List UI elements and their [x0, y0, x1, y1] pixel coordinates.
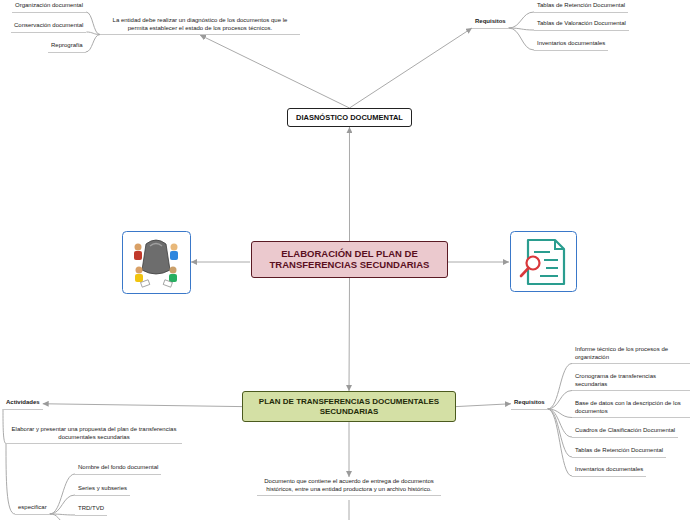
document-search-icon	[511, 232, 577, 292]
topic-text: Series y subseries	[78, 485, 127, 493]
topic-text: Informe técnico de los procesos de organ…	[575, 346, 687, 361]
topic-text: ELABORACIÓN DEL PLAN DE TRANSFERENCIAS S…	[260, 248, 439, 271]
branch-connector	[548, 364, 572, 410]
topic-text: Conservación documental	[14, 22, 83, 30]
branch-connector	[548, 409, 572, 457]
branch-connector	[349, 422, 350, 477]
branch-connector	[50, 474, 75, 514]
subtopic: Inventarios documentales	[572, 465, 646, 477]
topic-text: Documento que contiene el acuerdo de ent…	[260, 478, 438, 493]
topic-text: PLAN DE TRANSFERENCIAS DOCUMENTALES SECU…	[251, 397, 447, 416]
topic-text: Cuadros de Clasificación Documental	[575, 427, 675, 435]
subtopic: Tablas de Retención Documental	[534, 1, 628, 13]
branch-line	[349, 500, 350, 520]
topic-text: Requisitos	[514, 399, 545, 407]
topic-text: Actividades	[6, 399, 40, 407]
subtopic: Conservación documental	[11, 21, 86, 33]
subtopic-heading: Actividades	[3, 398, 43, 410]
subtopic: Reprografía	[48, 41, 86, 53]
branch-line	[191, 262, 250, 263]
topic-text: Inventarios documentales	[575, 466, 643, 474]
topic-text: especificar	[18, 504, 47, 512]
topic-note: La entidad debe realizar un diagnóstico …	[100, 16, 300, 35]
branch-connector	[50, 514, 75, 515]
topic-text: Inventarios documentales	[537, 40, 605, 48]
subtopic: Cuadros de Clasificación Documental	[572, 426, 678, 438]
branch-connector	[86, 12, 100, 35]
subtopic: Tablas de Retención Documental	[572, 446, 666, 458]
central-topic: ELABORACIÓN DEL PLAN DE TRANSFERENCIAS S…	[251, 241, 448, 278]
topic-text: Nombre del fondo documental	[78, 464, 158, 472]
subtopic: TRD/TVD	[75, 504, 107, 516]
branch-connector	[509, 12, 534, 28]
branch-connector	[200, 35, 349, 108]
topic-text: TRD/TVD	[78, 505, 104, 513]
subtopic: Tablas de Valoración Documental	[534, 19, 629, 31]
branch-connector	[86, 35, 100, 53]
topic-text: Reprografía	[51, 42, 83, 50]
topic-text: Base de datos con la descripción de los …	[575, 400, 687, 415]
subtopic: especificar	[15, 503, 50, 515]
topic-note: Elaborar y presentar una propuesta del p…	[6, 425, 182, 444]
subtopic: Cronograma de transferencias secundarias	[572, 372, 690, 391]
subtopic: Series y subseries	[75, 484, 130, 496]
subtopic: Inventarios documentales	[534, 39, 608, 51]
topic-text: Organización documental	[15, 2, 83, 10]
branch-connector	[548, 391, 572, 410]
branch-connector	[349, 278, 351, 391]
branch-connector	[86, 32, 100, 35]
topic-text: DIASNÓSTICO DOCUMENTAL	[296, 113, 403, 122]
topic-text: Elaborar y presentar una propuesta del p…	[9, 426, 179, 441]
branch-connector	[50, 495, 75, 514]
people-icon	[123, 232, 191, 294]
branch-connector	[6, 444, 15, 515]
branch-connector	[456, 404, 511, 407]
topic-text: Cronograma de transferencias secundarias	[575, 373, 687, 388]
subtopic-heading: Requisitos	[511, 398, 548, 410]
branch-line	[447, 262, 509, 263]
topic-text: Tablas de Retención Documental	[575, 447, 663, 455]
topic-text: Requisitos	[475, 18, 506, 26]
topic-box: PLAN DE TRANSFERENCIAS DOCUMENTALES SECU…	[242, 391, 456, 422]
subtopic: Organización documental	[12, 1, 86, 13]
topic-text: La entidad debe realizar un diagnóstico …	[103, 17, 297, 32]
topic-box: DIASNÓSTICO DOCUMENTAL	[287, 108, 412, 127]
subtopic: Nombre del fondo documental	[75, 463, 161, 475]
topic-text: Tablas de Retención Documental	[537, 2, 625, 10]
subtopic-heading: Requisitos	[472, 17, 509, 29]
branch-connector	[548, 409, 572, 476]
subtopic: Informe técnico de los procesos de organ…	[572, 345, 690, 364]
topic-note: Documento que contiene el acuerdo de ent…	[257, 477, 441, 496]
branch-connector	[43, 404, 242, 407]
branch-connector	[349, 28, 472, 108]
branch-connector	[349, 127, 350, 241]
topic-text: Tablas de Valoración Documental	[537, 20, 626, 28]
subtopic: Base de datos con la descripción de los …	[572, 399, 690, 418]
branch-connector	[509, 28, 534, 50]
